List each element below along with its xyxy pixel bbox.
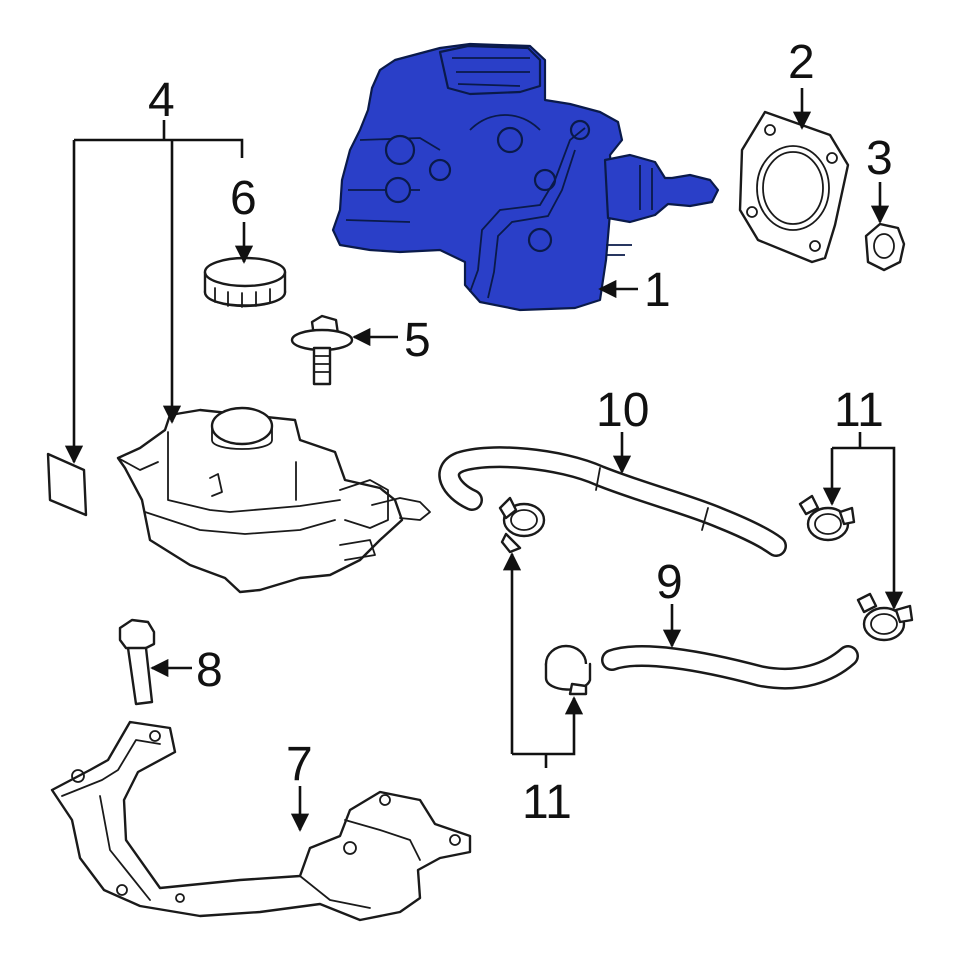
mounting-bracket[interactable] bbox=[50, 720, 472, 922]
callout-4: 4 bbox=[148, 74, 175, 127]
nut[interactable] bbox=[864, 222, 906, 272]
callout-1: 1 bbox=[644, 264, 671, 317]
gasket[interactable] bbox=[738, 110, 850, 264]
callout-5: 5 bbox=[404, 314, 431, 367]
leader-lines bbox=[64, 88, 904, 832]
callout-9: 9 bbox=[656, 556, 683, 609]
callout-6: 6 bbox=[230, 172, 257, 225]
fluid-reservoir[interactable] bbox=[116, 406, 431, 594]
hose-clamp[interactable] bbox=[798, 494, 856, 542]
bracket-bolt[interactable] bbox=[118, 618, 156, 706]
callout-3: 3 bbox=[866, 132, 893, 185]
callout-10: 10 bbox=[596, 384, 649, 437]
callout-11-bottom: 11 bbox=[522, 776, 572, 829]
vacuum-hose-lower[interactable] bbox=[601, 645, 859, 690]
label-plate[interactable] bbox=[46, 452, 88, 517]
flange-bolt[interactable] bbox=[290, 314, 354, 386]
vacuum-hose-upper[interactable] bbox=[438, 446, 787, 557]
brake-booster-assembly[interactable] bbox=[331, 42, 720, 312]
hose-clamp[interactable] bbox=[498, 496, 546, 554]
hose-clamp[interactable] bbox=[856, 592, 914, 642]
hose-clamp[interactable] bbox=[544, 644, 592, 696]
callout-7: 7 bbox=[286, 738, 313, 791]
callout-11-top: 11 bbox=[834, 384, 884, 437]
callout-2: 2 bbox=[788, 36, 815, 89]
callout-8: 8 bbox=[196, 644, 223, 697]
reservoir-cap[interactable] bbox=[203, 256, 287, 308]
